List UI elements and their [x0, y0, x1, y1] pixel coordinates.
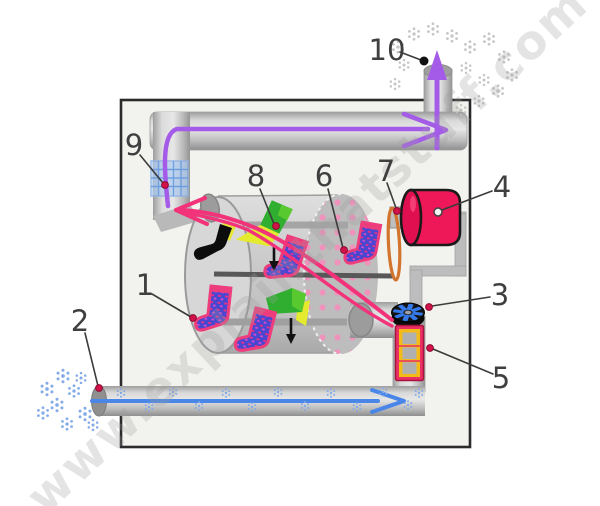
callout-2-number: 2 [71, 304, 89, 338]
callout-9: 9 [125, 128, 169, 189]
callout-9-number: 9 [125, 128, 143, 162]
callout-2: 2 [71, 304, 103, 392]
callout-10: 10 [369, 33, 429, 67]
clothes-sock-2 [193, 283, 233, 335]
callout-3: 3 [425, 278, 509, 312]
callout-1: 1 [136, 268, 197, 322]
clothes-sock-4 [342, 218, 383, 269]
electric-motor [399, 188, 462, 247]
lint-filter [150, 160, 189, 197]
cold-air-arrow [90, 388, 406, 414]
callout-7: 7 [377, 154, 401, 215]
heating-element [394, 324, 425, 382]
drum-back-seam [303, 193, 342, 355]
callout-10-dot [419, 56, 429, 66]
callout-3-number: 3 [491, 278, 509, 312]
callout-7-number: 7 [377, 154, 395, 188]
callout-6-number: 6 [315, 159, 333, 193]
callout-8: 8 [247, 159, 280, 230]
callout-3-dot [425, 303, 433, 311]
drum-axle [213, 271, 394, 279]
tumble-arrow-2 [286, 318, 296, 344]
callout-1-number: 1 [136, 268, 154, 302]
callout-10-number: 10 [369, 33, 406, 67]
callout-7-dot [393, 207, 401, 215]
callout-6: 6 [315, 159, 348, 254]
fan-blades [393, 303, 423, 322]
callout-5-number: 5 [492, 361, 510, 395]
callout-8-dot [272, 222, 280, 230]
clothes-green-towel-bottom [266, 288, 310, 326]
callout-6-dot [340, 246, 348, 254]
callout-8-number: 8 [247, 159, 265, 193]
callout-5: 5 [426, 344, 510, 395]
moist-air-arrow [162, 50, 449, 209]
callout-5-dot [426, 344, 434, 352]
clothes-black-sock [193, 222, 236, 260]
cold-air-intake-pipe [90, 385, 425, 417]
callout-9-dot [161, 181, 169, 189]
callouts: 1 2 3 4 5 6 7 [71, 33, 511, 395]
clothes-sock-1 [261, 230, 309, 287]
drive-belt [386, 206, 402, 282]
exhaust-arrow-head [427, 50, 447, 80]
callout-4-number: 4 [493, 170, 511, 204]
callout-4-dot [433, 207, 443, 217]
callout-4: 4 [433, 170, 511, 217]
hot-air-arrow [174, 196, 394, 328]
callout-1-dot [189, 314, 197, 322]
tumble-arrow-1 [269, 247, 279, 271]
fan [391, 302, 425, 328]
clothes-sock-3 [232, 303, 277, 359]
callout-2-dot [95, 384, 103, 392]
